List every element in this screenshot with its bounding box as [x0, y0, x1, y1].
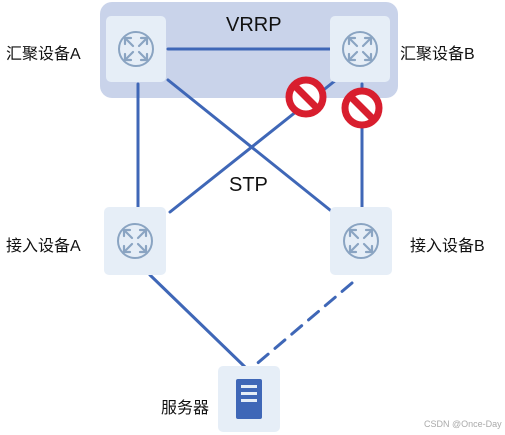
- server-icon: [236, 379, 262, 419]
- blocked-port-icon: [341, 87, 383, 129]
- link-acc-a-server: [148, 273, 247, 369]
- switch-icon: [117, 223, 153, 259]
- links: [136, 47, 364, 369]
- access-switch-b: [330, 207, 392, 275]
- switch-icon: [343, 223, 379, 259]
- access-switch-a-label: 接入设备A: [6, 238, 81, 255]
- switch-icon: [118, 31, 154, 67]
- vrrp-label: VRRP: [226, 14, 282, 36]
- switch-icon: [342, 31, 378, 67]
- blocked-port-icon: [285, 76, 327, 118]
- link-agg-a-acc-b: [166, 78, 332, 212]
- aggregation-switch-b-label: 汇聚设备B: [400, 46, 475, 63]
- stp-label: STP: [229, 174, 268, 196]
- watermark: CSDN @Once-Day: [424, 419, 502, 429]
- aggregation-switch-b: [330, 16, 390, 82]
- aggregation-switch-a: [106, 16, 166, 82]
- aggregation-switch-a-label: 汇聚设备A: [6, 46, 81, 63]
- access-switch-a: [104, 207, 166, 275]
- server: [218, 366, 280, 432]
- access-switch-b-label: 接入设备B: [410, 238, 485, 255]
- link-acc-b-server: [251, 281, 354, 369]
- server-label: 服务器: [161, 400, 210, 417]
